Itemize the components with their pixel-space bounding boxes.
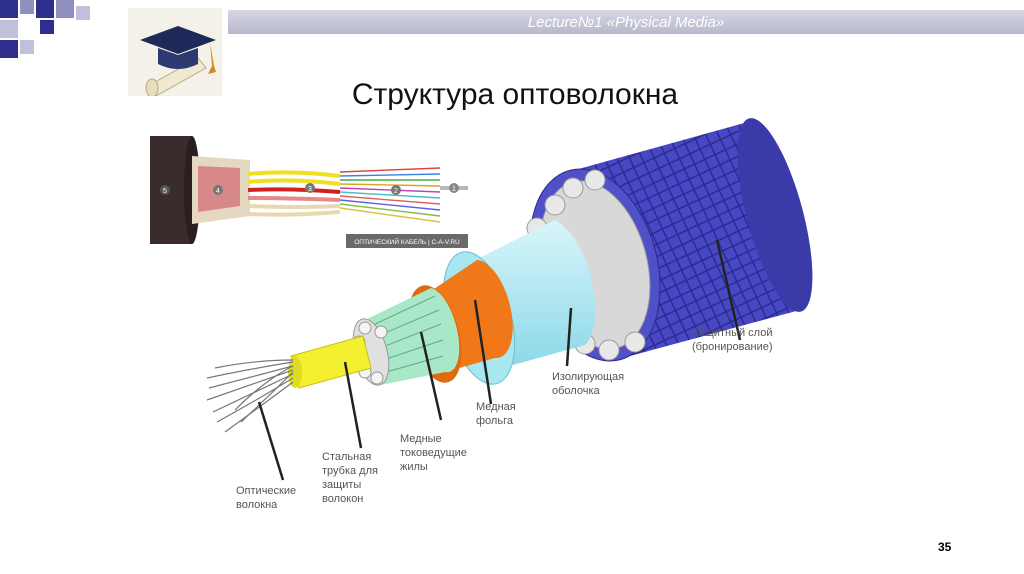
steel-tube-layer [291, 336, 371, 388]
label-insulation: Изолирующая оболочка [552, 370, 624, 398]
photo-marker-5: 5 [163, 188, 167, 195]
slide-title: Структура оптоволокна [300, 78, 730, 112]
label-armor: Защитный слой (бронирование) [692, 326, 773, 354]
optical-fibers [207, 360, 293, 432]
tube-leader [345, 362, 361, 448]
label-optical-fibers: Оптические волокна [236, 484, 296, 512]
label-copper-wires: Медные токоведущие жилы [400, 432, 467, 474]
page-number: 35 [938, 540, 951, 554]
lecture-title: Lecture№1 «Physical Media» [228, 14, 1024, 31]
label-steel-tube: Стальная трубка для защиты волокон [322, 450, 378, 506]
header-bar: Lecture№1 «Physical Media» [228, 10, 1024, 34]
cable-diagram [195, 110, 815, 520]
graduation-cap-icon [128, 8, 222, 96]
fibers-leader [259, 402, 283, 480]
label-copper-foil: Медная фольга [476, 400, 516, 428]
